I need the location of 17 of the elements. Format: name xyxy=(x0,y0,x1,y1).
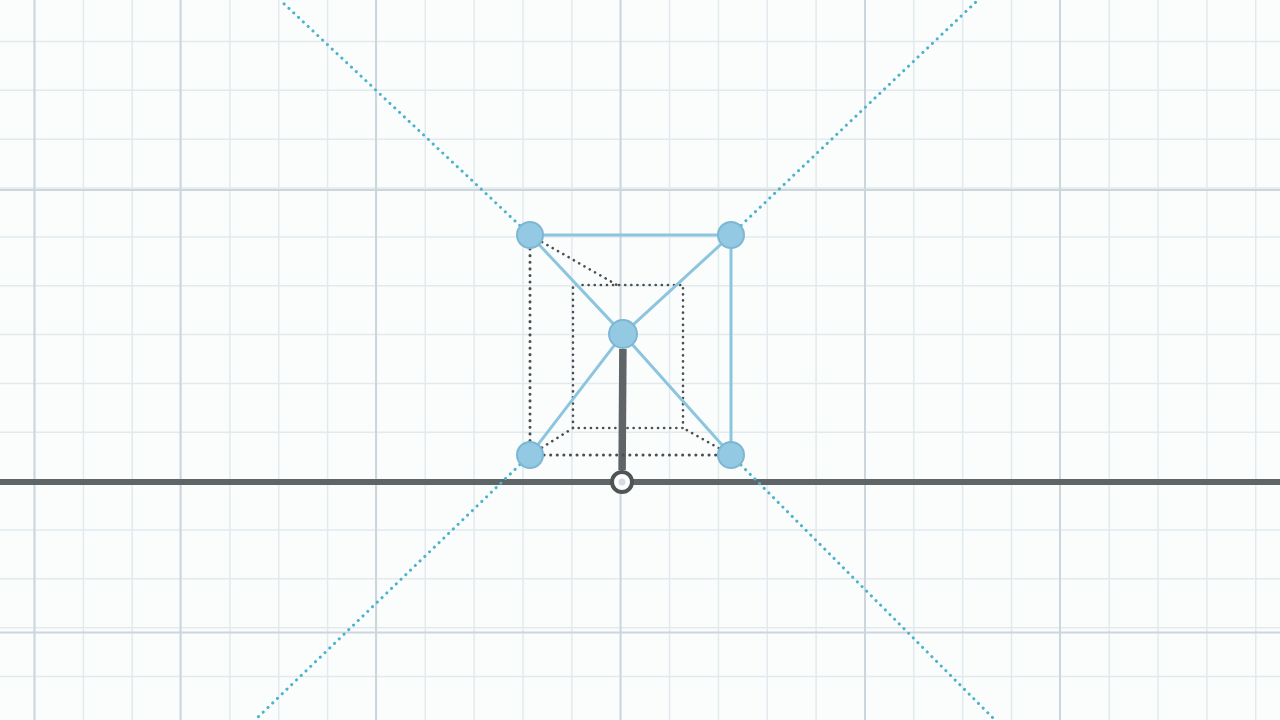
connecting-line xyxy=(729,247,733,443)
connecting-line xyxy=(631,343,724,447)
dotted-guide-line xyxy=(528,247,532,443)
connecting-line xyxy=(537,344,616,446)
vanishing-line xyxy=(739,463,997,720)
origin-point xyxy=(610,470,634,494)
vertex-point xyxy=(516,221,544,249)
dotted-guide-line xyxy=(542,453,719,457)
vertex-point xyxy=(717,221,745,249)
vertical-stem-line xyxy=(618,348,627,471)
vertex-point xyxy=(717,441,745,469)
vanishing-line xyxy=(739,0,980,227)
connecting-line xyxy=(542,233,719,237)
vertex-point xyxy=(516,441,544,469)
connecting-line xyxy=(632,243,723,326)
vertex-point xyxy=(608,319,638,349)
connecting-line xyxy=(538,243,615,325)
